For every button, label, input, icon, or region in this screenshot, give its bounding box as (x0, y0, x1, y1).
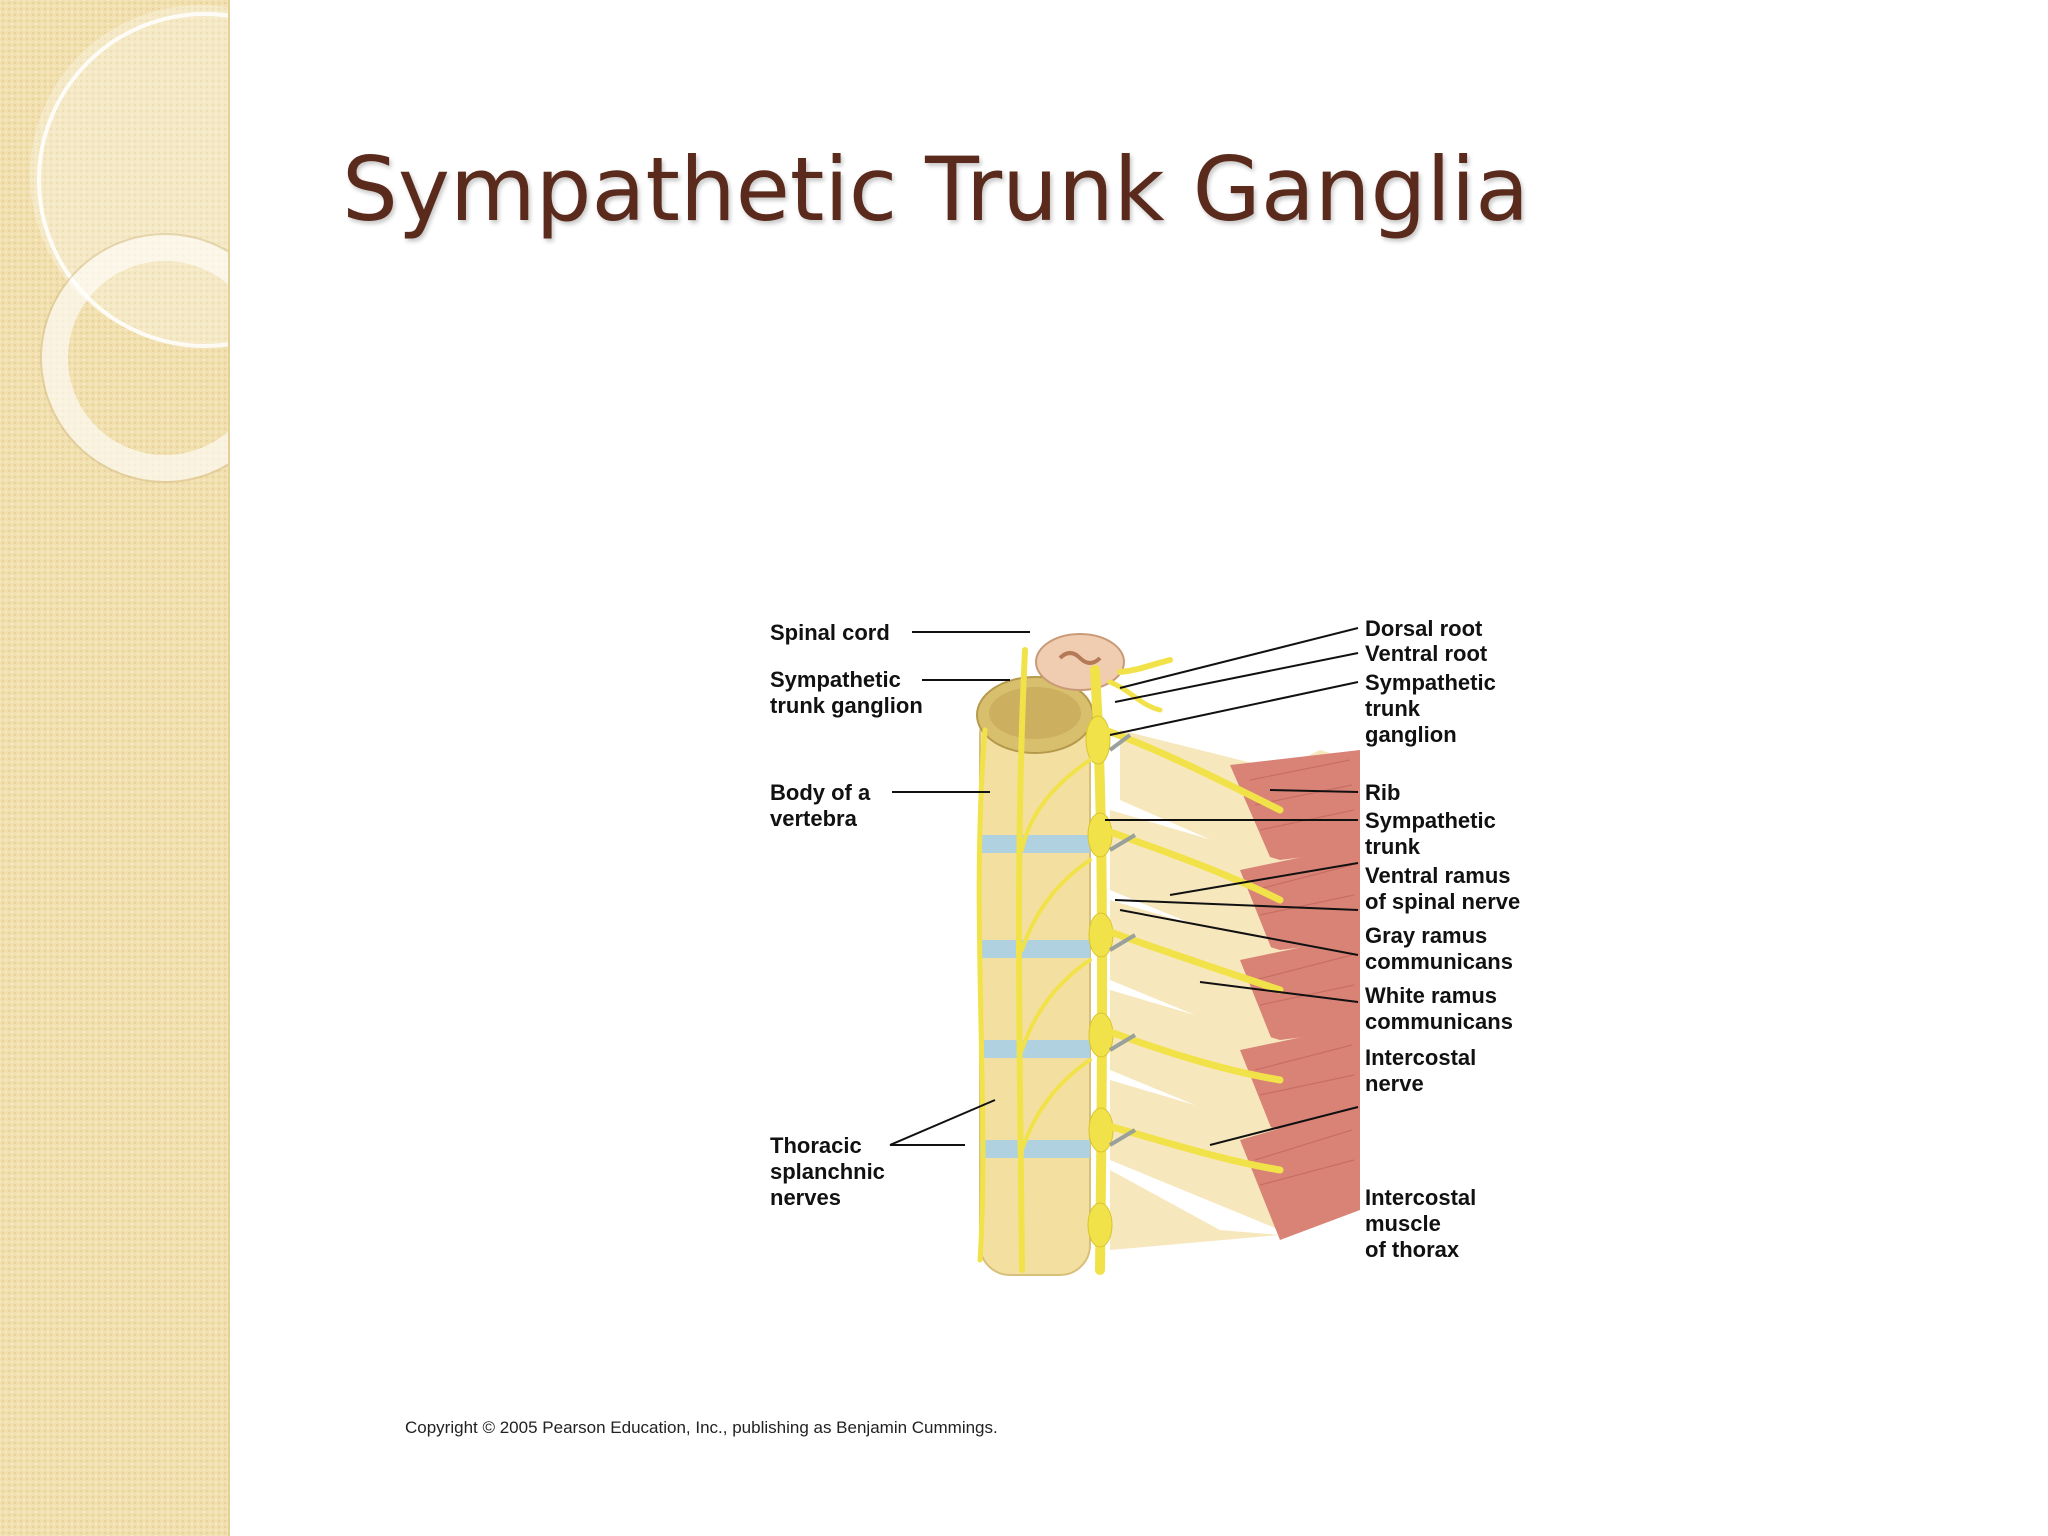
label-white-ramus-line-2: communicans (1365, 1009, 1513, 1034)
left-labels: Spinal cord Sympathetic trunk ganglion B… (770, 620, 923, 1210)
label-sympathetic-trunk-ganglion-right-line-2: trunk (1365, 696, 1421, 721)
label-thoracic-splanchnic-line-1: Thoracic (770, 1133, 862, 1158)
label-ventral-ramus-line-1: Ventral ramus (1365, 863, 1511, 888)
label-sympathetic-trunk-ganglion-right-line-1: Sympathetic (1365, 670, 1496, 695)
slide-title: Sympathetic Trunk Ganglia (342, 138, 1530, 241)
leader-lines (889, 627, 1359, 1146)
label-sympathetic-trunk-line-2: trunk (1365, 834, 1421, 859)
gray-rami (1108, 733, 1137, 1147)
label-gray-ramus-line-2: communicans (1365, 949, 1513, 974)
label-rib: Rib (1365, 780, 1400, 805)
vertebral-column (976, 633, 1125, 1276)
label-sympathetic-trunk-ganglion-line-1: Sympathetic (770, 667, 901, 692)
sympathetic-trunk-diagram: Spinal cord Sympathetic trunk ganglion B… (770, 616, 1520, 1276)
nerves (976, 647, 1284, 1275)
label-sympathetic-trunk-ganglion-line-2: trunk ganglion (770, 693, 923, 718)
label-intercostal-nerve-line-2: nerve (1365, 1071, 1424, 1096)
label-spinal-cord: Spinal cord (770, 620, 890, 645)
label-dorsal-root: Dorsal root (1365, 616, 1483, 641)
label-intercostal-muscle-line-1: Intercostal (1365, 1185, 1476, 1210)
label-intercostal-muscle-line-2: muscle (1365, 1211, 1441, 1236)
label-body-of-vertebra-line-1: Body of a (770, 780, 871, 805)
label-sympathetic-trunk-ganglion-right-line-3: ganglion (1365, 722, 1457, 747)
label-intercostal-nerve-line-1: Intercostal (1365, 1045, 1476, 1070)
rib-muscle-group (1110, 730, 1360, 1250)
label-gray-ramus-line-1: Gray ramus (1365, 923, 1487, 948)
label-body-of-vertebra-line-2: vertebra (770, 806, 858, 831)
label-sympathetic-trunk-line-1: Sympathetic (1365, 808, 1496, 833)
label-white-ramus-line-1: White ramus (1365, 983, 1497, 1008)
decorative-rings (30, 5, 228, 483)
label-thoracic-splanchnic-line-2: splanchnic (770, 1159, 885, 1184)
label-intercostal-muscle-line-3: of thorax (1365, 1237, 1460, 1262)
copyright-notice: Copyright © 2005 Pearson Education, Inc.… (405, 1418, 998, 1437)
right-labels: Dorsal root Ventral root Sympathetic tru… (1365, 616, 1520, 1262)
label-ventral-ramus-line-2: of spinal nerve (1365, 889, 1520, 914)
label-ventral-root: Ventral root (1365, 641, 1488, 666)
label-thoracic-splanchnic-line-3: nerves (770, 1185, 841, 1210)
decorative-side-panel (0, 0, 230, 1536)
